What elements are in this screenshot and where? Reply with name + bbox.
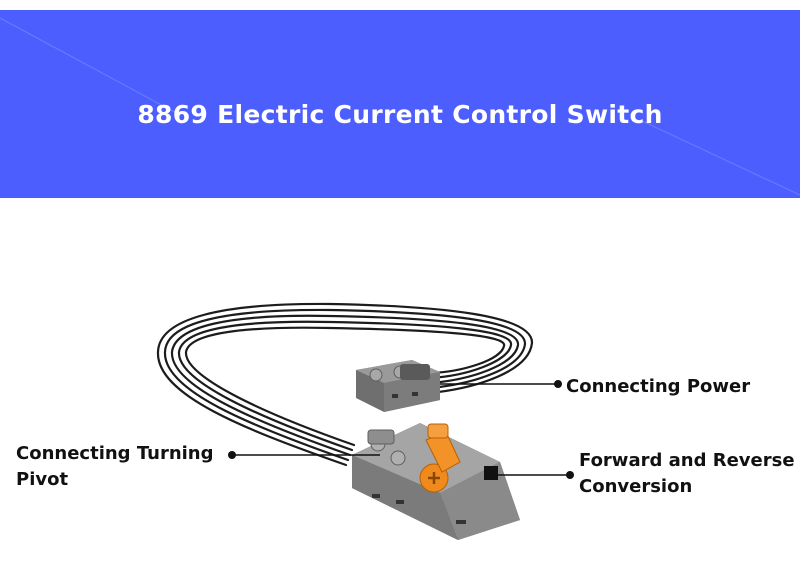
switch-lever <box>419 423 461 493</box>
header-banner: 8869 Electric Current Control Switch <box>0 10 800 198</box>
callout-forward-reverse-line2: Conversion <box>579 476 693 497</box>
page-title: 8869 Electric Current Control Switch <box>137 100 663 129</box>
power-cable <box>156 302 534 467</box>
callout-connecting-power-label: Connecting Power <box>566 376 751 397</box>
callout-connecting-pivot-line2: Pivot <box>16 469 69 490</box>
banner-decoration <box>0 17 800 196</box>
switch-illustration <box>156 302 574 540</box>
callout-forward-reverse: Forward and Reverse Conversion <box>579 448 795 500</box>
callout-forward-reverse-line1: Forward and Reverse <box>579 450 795 471</box>
callout-connecting-power: Connecting Power <box>566 374 750 400</box>
callout-connecting-pivot-line1: Connecting Turning <box>16 443 214 464</box>
callout-connecting-pivot: Connecting Turning Pivot <box>16 441 214 493</box>
callout-lines <box>228 380 574 479</box>
power-connector <box>356 360 440 412</box>
switch-body <box>352 423 520 540</box>
